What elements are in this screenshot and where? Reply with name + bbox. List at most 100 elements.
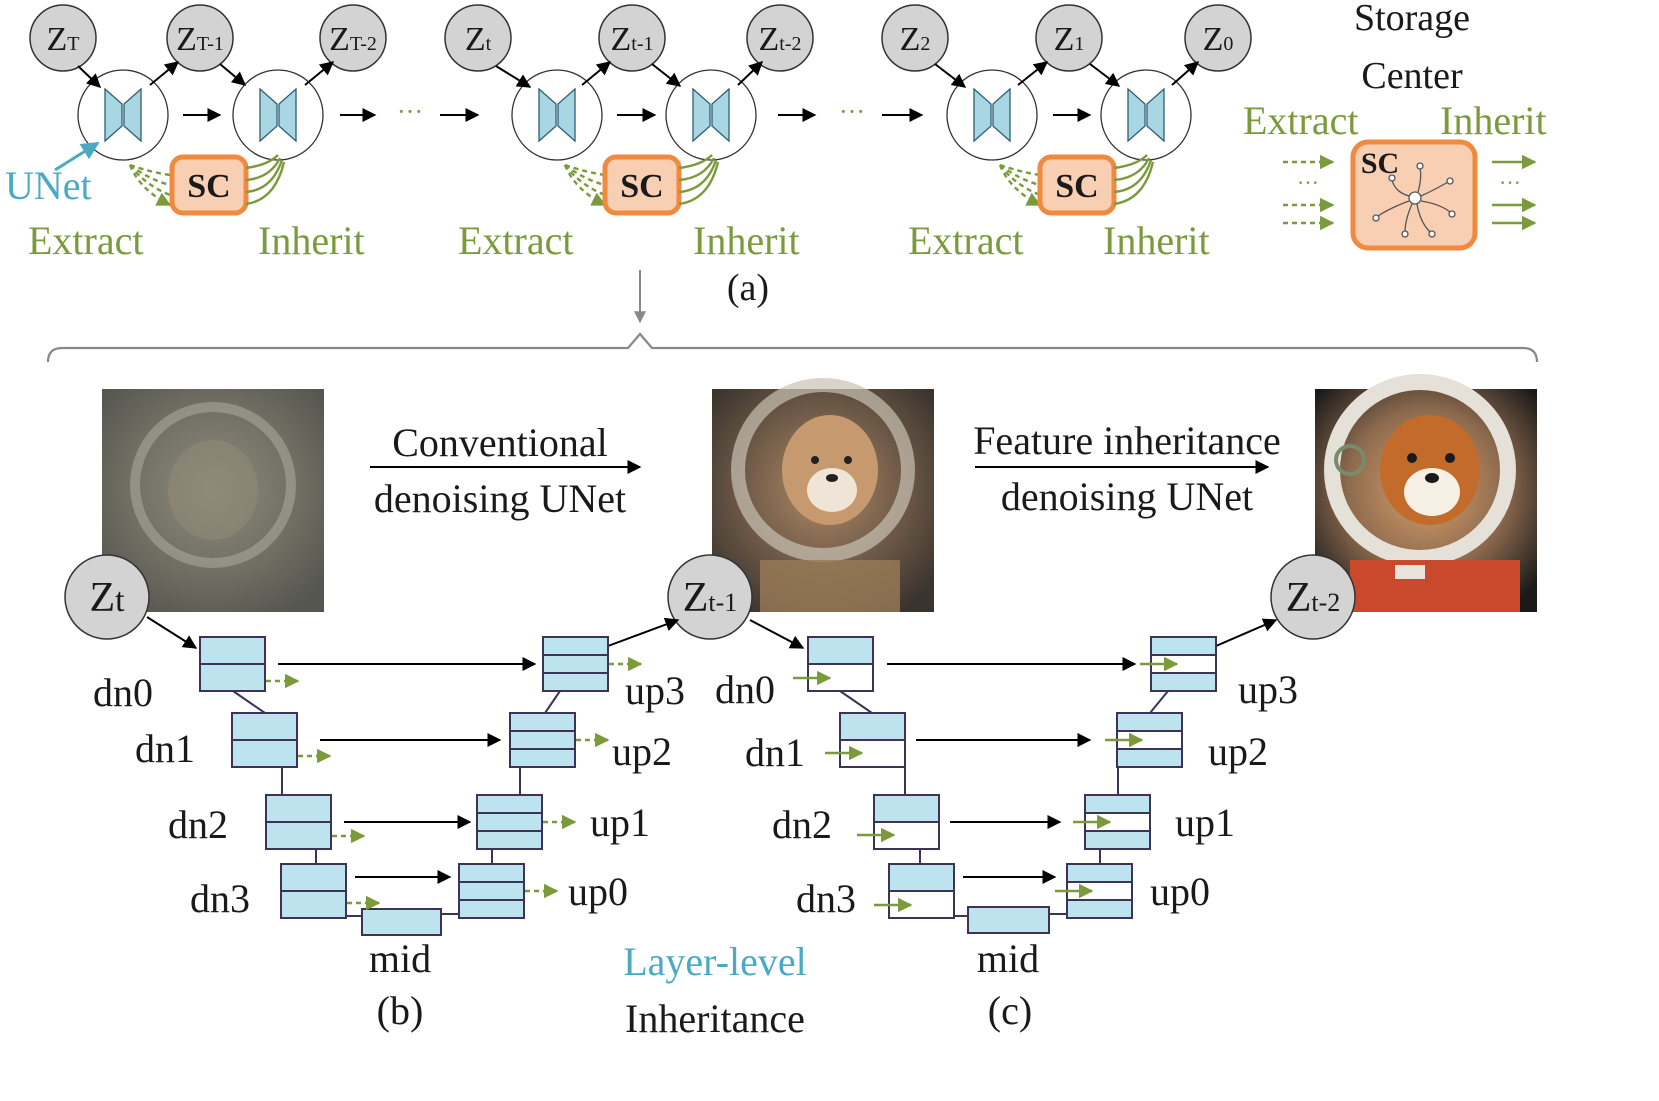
sc-box: [602, 154, 682, 216]
layer-dn2: [873, 794, 940, 850]
caption-c: (c): [988, 988, 1032, 1033]
extract-label: Extract: [458, 218, 574, 263]
input-arrow: [934, 63, 967, 88]
latent-node-label: Zt-2: [759, 21, 802, 58]
up1-label: up1: [590, 800, 650, 845]
inherit-arrows: [1113, 154, 1155, 206]
unet-b: dn0 dn1 dn2 dn3 up3 up2 up1 up0 mid (b): [93, 616, 685, 1033]
unet-label: UNet: [5, 163, 92, 208]
layer-mid: [967, 906, 1050, 934]
clean-image: [1315, 374, 1537, 612]
unet-icon: [232, 69, 324, 161]
unet-decoder-icon: [992, 87, 1011, 143]
mid-label: mid: [977, 936, 1039, 981]
zoom-bracket: [46, 332, 1539, 363]
legend-ellipsis: ···: [1499, 170, 1521, 195]
layer-dn3: [280, 863, 347, 919]
ellipsis: ···: [839, 97, 865, 126]
latent-node-label: ZT-2: [329, 21, 377, 58]
inherit-label: Inherit: [693, 218, 800, 263]
latent-node-label: Z2: [900, 21, 931, 58]
panel-a-group-2: Zt Zt-1 Zt-2 SC: [444, 4, 814, 263]
sc-label: SC: [187, 168, 230, 205]
unet-c: dn0 dn1 dn2 dn3 up3 up2 up1 up0 mid (c): [715, 618, 1298, 1033]
layer-dn0: [199, 636, 266, 692]
output-arrow: [1171, 61, 1200, 86]
latent-node-label: Z0: [1203, 21, 1234, 58]
input-arrow: [219, 63, 247, 86]
layer-dn3: [888, 863, 955, 919]
feature-hub-icon: [1372, 162, 1456, 238]
unet-encoder-icon: [104, 87, 123, 143]
ellipsis: ···: [397, 97, 423, 126]
input-arrow: [146, 616, 198, 649]
up0-label: up0: [1150, 869, 1210, 914]
latent-node-label: ZT-1: [176, 21, 224, 58]
inherit-label: Inherit: [1103, 218, 1210, 263]
sc-label: SC: [620, 168, 663, 205]
latent-node-label: Zt-1: [683, 575, 738, 621]
panel-a-group-1: ZT ZT-1 ZT-2 UNet: [5, 4, 387, 263]
extract-arrows: [998, 163, 1042, 207]
layer-up0: [458, 863, 525, 919]
unet-pointer-arrow: [54, 141, 100, 172]
unet-encoder-icon: [1127, 87, 1146, 143]
input-arrow: [651, 63, 682, 87]
layer-level-label: Layer-level: [623, 939, 807, 984]
latent-node-label: Zt-2: [1286, 575, 1341, 621]
unet-icon: [946, 69, 1038, 161]
inheritance-label: Inheritance: [625, 996, 805, 1041]
caption-a: (a): [727, 267, 769, 309]
layer-up2: [509, 712, 576, 768]
output-arrow: [1017, 61, 1049, 86]
unet-encoder-icon: [538, 87, 557, 143]
latent-node-zt-2: [746, 4, 814, 72]
input-arrow: [495, 65, 532, 88]
latent-node-zt: [444, 4, 512, 72]
input-arrow: [749, 619, 805, 649]
unet-decoder-icon: [557, 87, 576, 143]
latent-node-z0: [1184, 4, 1252, 72]
panel-bc: Conventional denoising UNet Feature inhe…: [64, 374, 1537, 1041]
output-arrow: [607, 617, 680, 647]
inherit-label: Inherit: [258, 218, 365, 263]
output-arrow: [149, 61, 180, 86]
sc-box: [169, 154, 249, 216]
panel-a-group-3: Z2 Z1 Z0 SC: [881, 4, 1252, 263]
latent-node-zT: [29, 4, 97, 72]
caption-b: (b): [377, 988, 424, 1033]
dn1-label: dn1: [135, 726, 195, 771]
latent-node-zt-2: [1270, 554, 1356, 640]
unet-encoder-icon: [973, 87, 992, 143]
latent-node-z1: [1035, 4, 1103, 72]
output-arrow: [304, 61, 335, 86]
unet-icon: [77, 69, 169, 161]
input-arrow: [77, 65, 102, 88]
unet-decoder-icon: [1146, 87, 1165, 143]
unet-encoder-icon: [259, 87, 278, 143]
dn0-label: dn0: [715, 667, 775, 712]
unet-icon: [665, 69, 757, 161]
up2-label: up2: [612, 729, 672, 774]
dn3-label: dn3: [190, 876, 250, 921]
arrow-c-label: Feature inheritance: [973, 418, 1281, 463]
storage-extract-label: Extract: [1243, 98, 1359, 143]
up1-label: up1: [1175, 800, 1235, 845]
dn2-label: dn2: [772, 802, 832, 847]
layer-up3: [542, 636, 609, 692]
latent-node-label: Zt: [465, 21, 492, 58]
layer-dn2: [265, 794, 332, 850]
dn3-label: dn3: [796, 876, 856, 921]
extract-label: Extract: [908, 218, 1024, 263]
output-arrow: [581, 61, 612, 86]
extract-arrows: [563, 163, 607, 207]
partially-denoised-image: [712, 378, 934, 612]
unet-decoder-icon: [711, 87, 730, 143]
extract-label: Extract: [28, 218, 144, 263]
layer-dn1: [839, 712, 906, 768]
arrow-b-label: Conventional: [392, 420, 608, 465]
latent-node-zT-2: [319, 4, 387, 72]
unet-decoder-icon: [123, 87, 142, 143]
output-arrow: [1215, 618, 1278, 647]
